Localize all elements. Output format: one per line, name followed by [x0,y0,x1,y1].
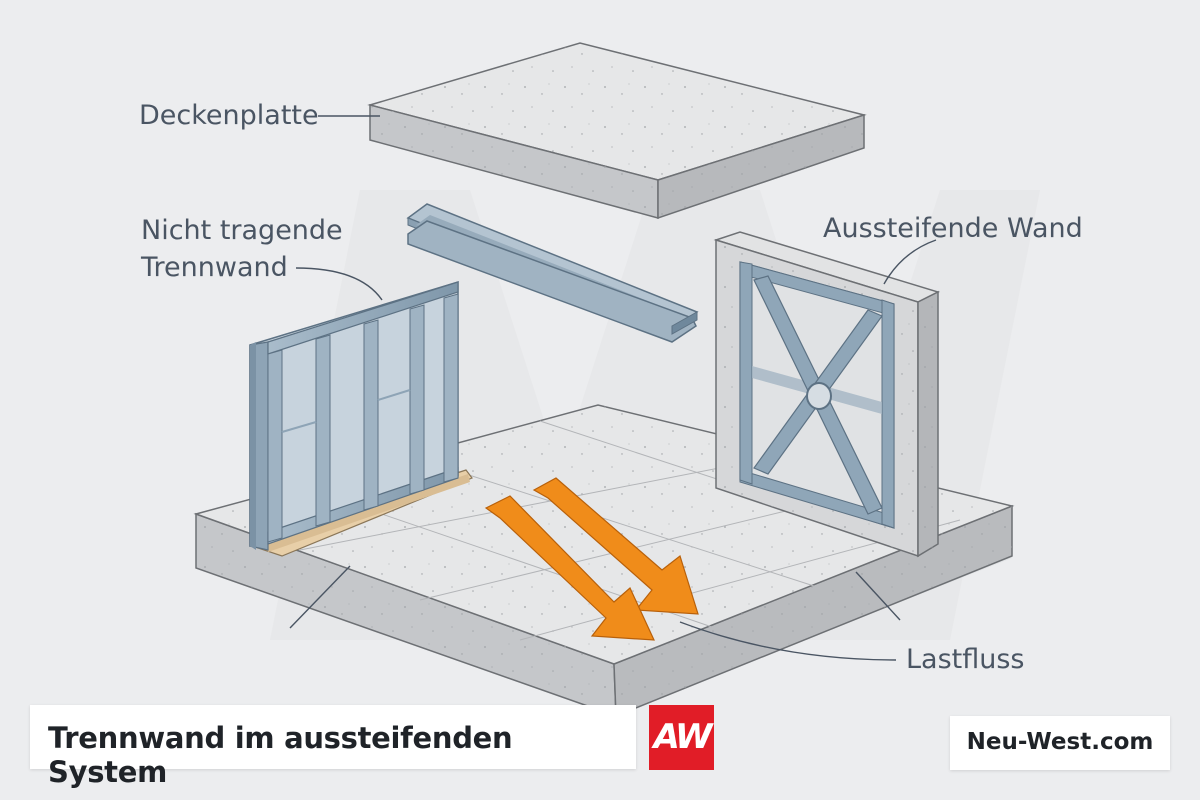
label-trennwand-line1: Nicht tragende [141,213,343,248]
diagram-title: Trennwand im aussteifenden System [48,721,636,789]
website-banner: Neu-West.com [950,716,1170,770]
logo-mark-icon: AW [649,705,714,770]
label-lastfluss: Lastfluss [906,642,1025,677]
label-trennwand-line2: Trennwand [141,250,288,285]
label-deckenplatte: Deckenplatte [139,98,319,133]
logo-text: AW [649,717,714,757]
label-aussteifende-wand: Aussteifende Wand [823,211,1083,246]
website-text: Neu-West.com [950,729,1170,755]
title-banner: Trennwand im aussteifenden System [30,705,636,769]
